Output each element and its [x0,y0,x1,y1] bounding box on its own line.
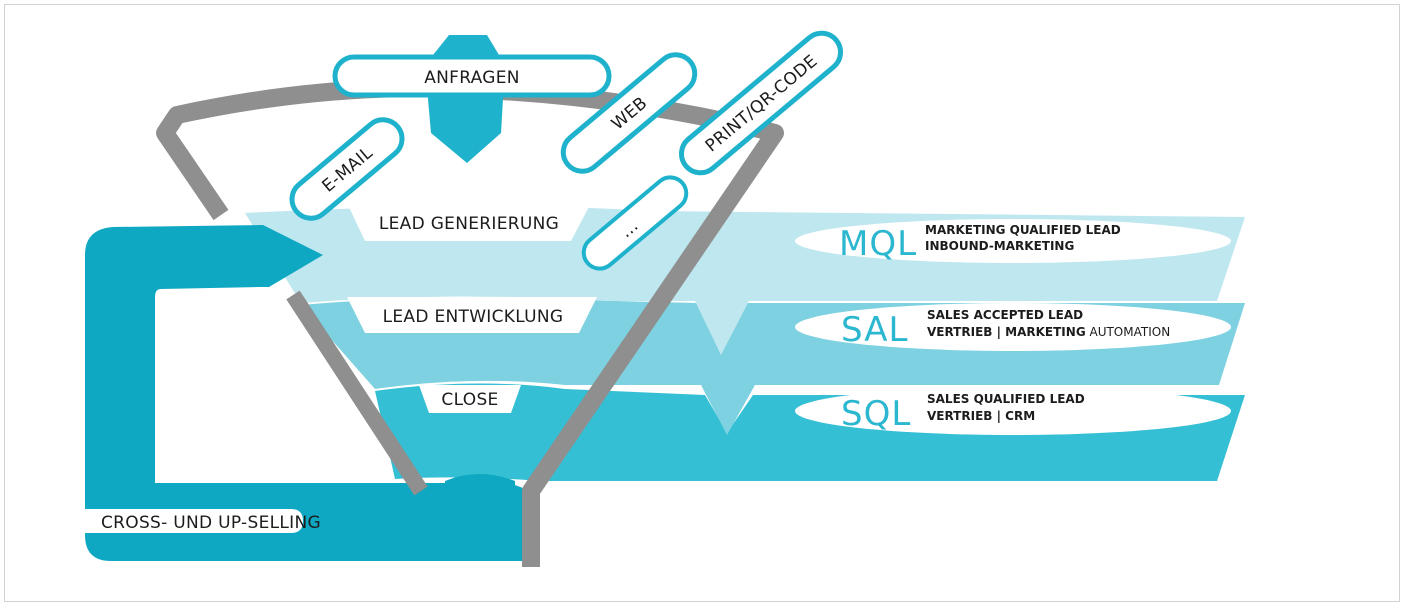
diagram-frame: CROSS- UND UP-SELLING ANFRAGEN E-MAIL WE… [4,4,1400,602]
stage-sql-acronym: SQL [841,394,911,434]
stage-sal-detail-bold: VERTRIEB | MARKETING [927,325,1086,339]
stage-sal-acronym: SAL [841,310,908,350]
stage-label-box-close [419,385,521,413]
stage-sal-detail-regular: AUTOMATION [1086,325,1171,339]
stage-mql-title: MARKETING QUALIFIED LEAD [925,223,1121,237]
stage-mql-acronym: MQL [839,224,917,264]
stage-label-lead-generierung: LEAD GENERIERUNG [379,214,559,234]
cross-selling-label-box [83,509,303,533]
funnel-neck [445,474,515,501]
stage-sql-detail: VERTRIEB | CRM [927,409,1035,423]
stage-sal-detail: VERTRIEB | MARKETING AUTOMATION [927,325,1170,339]
source-anfragen-label: ANFRAGEN [424,68,520,88]
stage-label-close: CLOSE [441,390,498,410]
stage-label-box-lead-generierung [347,203,591,241]
stage-label-lead-entwicklung: LEAD ENTWICKLUNG [383,307,564,327]
stage-mql-detail: INBOUND-MARKETING [925,239,1074,253]
stage-sal-ellipse [795,303,1231,351]
source-anfragen: ANFRAGEN [332,54,612,98]
stage-sal-title: SALES ACCEPTED LEAD [927,308,1083,322]
stage-sal-info: SAL SALES ACCEPTED LEAD VERTRIEB | MARKE… [795,303,1231,351]
source-more: ... [581,175,689,271]
anfragen-arrow-icon [425,35,505,163]
source-web: WEB [560,52,698,174]
stage-sql-ellipse [795,387,1231,435]
cross-selling-label: CROSS- UND UP-SELLING [101,513,321,533]
stage-label-box-lead-entwicklung [347,297,597,333]
source-email: E-MAIL [289,117,405,221]
stage-sql-info: SQL SALES QUALIFIED LEAD VERTRIEB | CRM [795,387,1231,435]
stage-mql-ellipse [795,219,1231,263]
stage-mql-info: MQL MARKETING QUALIFIED LEAD INBOUND-MAR… [795,219,1231,264]
lead-funnel-diagram: CROSS- UND UP-SELLING ANFRAGEN E-MAIL WE… [83,30,1245,567]
stage-sql-title: SALES QUALIFIED LEAD [927,392,1085,406]
funnel-left-wall [286,290,428,496]
